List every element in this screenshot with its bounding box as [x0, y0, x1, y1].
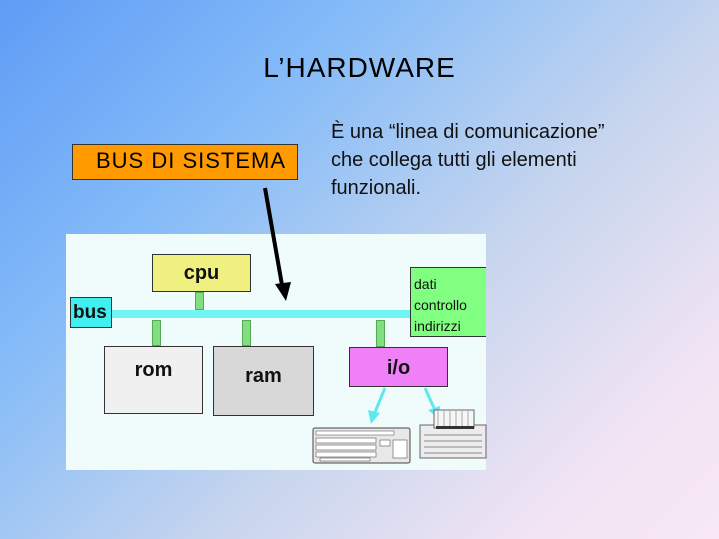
ram-box: ram [213, 346, 314, 416]
bus-type-address: indirizzi [414, 318, 461, 334]
io-box: i/o [349, 347, 448, 387]
pointer-arrow [263, 187, 291, 301]
description: È una “linea di comunicazione” che colle… [331, 118, 605, 202]
keyboard-icon [312, 427, 411, 464]
callout-box [72, 144, 298, 180]
slide-title: L’HARDWARE [263, 52, 456, 83]
bus-type-control: controllo [414, 297, 467, 313]
description-line: che collega tutti gli elementi [331, 149, 577, 171]
bus-type-data: dati [414, 276, 437, 292]
description-line: funzionali. [331, 177, 422, 199]
printer-icon [419, 409, 487, 459]
description-line: È una “linea di comunicazione” [331, 121, 605, 143]
callout-label: BUS DI SISTEMA [96, 148, 287, 173]
bus-types-box: dati controllo indirizzi [410, 267, 486, 337]
cpu-connector [195, 292, 204, 310]
io-connector [376, 320, 385, 347]
bus-line [112, 310, 410, 318]
ram-connector [242, 320, 251, 346]
cpu-box: cpu [152, 254, 251, 292]
rom-connector [152, 320, 161, 346]
rom-box: rom [104, 346, 203, 414]
bus-label: bus [70, 297, 112, 328]
io-keyboard-arrow [368, 387, 387, 424]
